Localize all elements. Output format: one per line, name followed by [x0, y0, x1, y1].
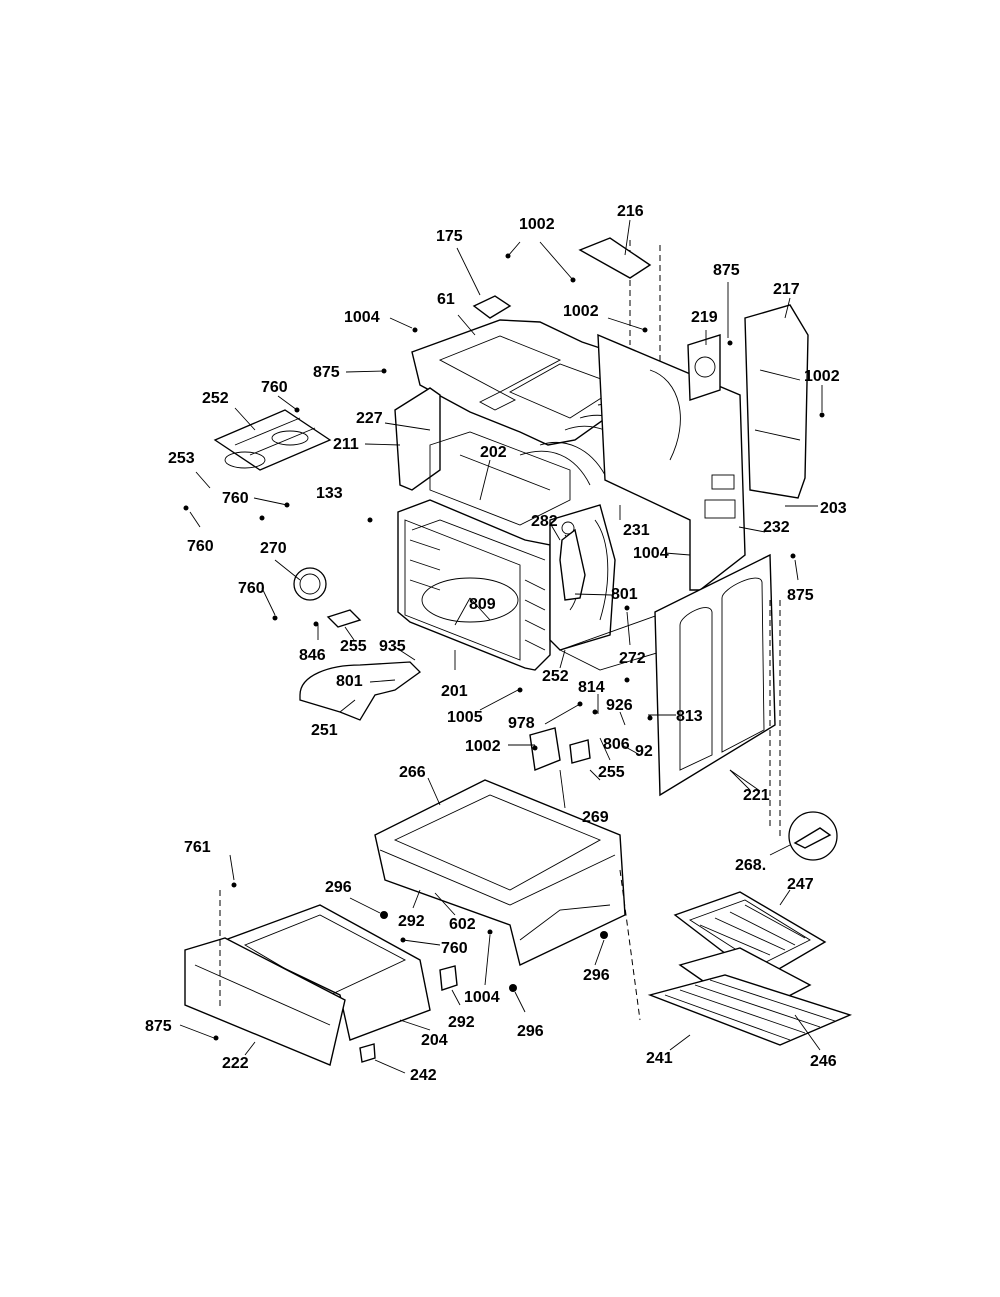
label-292: 292 — [448, 1014, 475, 1031]
label-296: 296 — [583, 967, 610, 984]
label-875: 875 — [787, 587, 814, 604]
label-252: 252 — [542, 668, 569, 685]
label-216: 216 — [617, 203, 644, 220]
label-760: 760 — [187, 538, 214, 555]
label-269: 269 — [582, 809, 609, 826]
label-1002: 1002 — [804, 368, 840, 385]
label-801: 801 — [336, 673, 363, 690]
label-133: 133 — [316, 485, 343, 502]
label-247: 247 — [787, 876, 814, 893]
label-296: 296 — [517, 1023, 544, 1040]
label-253: 253 — [168, 450, 195, 467]
label-875: 875 — [313, 364, 340, 381]
label-203: 203 — [820, 500, 847, 517]
label-222: 222 — [222, 1055, 249, 1072]
oven-body — [179, 219, 852, 1074]
label-292: 292 — [398, 913, 425, 930]
label-175: 175 — [436, 228, 463, 245]
label-926: 926 — [606, 697, 633, 714]
label-846: 846 — [299, 647, 326, 664]
label-809: 809 — [469, 596, 496, 613]
label-760: 760 — [222, 490, 249, 507]
label-1004: 1004 — [633, 545, 669, 562]
label-266: 266 — [399, 764, 426, 781]
label-217: 217 — [773, 281, 800, 298]
label-242: 242 — [410, 1067, 437, 1084]
label-1004: 1004 — [464, 989, 500, 1006]
label-801: 801 — [611, 586, 638, 603]
label-252: 252 — [202, 390, 229, 407]
label-272: 272 — [619, 650, 646, 667]
label-201: 201 — [441, 683, 468, 700]
label-219: 219 — [691, 309, 718, 326]
label-875: 875 — [145, 1018, 172, 1035]
label-806: 806 — [603, 736, 630, 753]
label-251: 251 — [311, 722, 338, 739]
label-227: 227 — [356, 410, 383, 427]
part-labels: 175 1002 216 875 217 1004 61 1002 219 10… — [145, 203, 847, 1084]
label-760: 760 — [441, 940, 468, 957]
label-813: 813 — [676, 708, 703, 725]
label-232: 232 — [763, 519, 790, 536]
label-282: 282 — [531, 513, 558, 530]
label-760: 760 — [261, 379, 288, 396]
label-1002: 1002 — [465, 738, 501, 755]
label-814: 814 — [578, 679, 605, 696]
label-231: 231 — [623, 522, 650, 539]
label-92: 92 — [635, 743, 653, 760]
label-935: 935 — [379, 638, 406, 655]
label-761: 761 — [184, 839, 211, 856]
label-978: 978 — [508, 715, 535, 732]
label-760: 760 — [238, 580, 265, 597]
label-241: 241 — [646, 1050, 673, 1067]
label-1002: 1002 — [563, 303, 599, 320]
label-1002: 1002 — [519, 216, 555, 233]
label-255: 255 — [598, 764, 625, 781]
label-1004: 1004 — [344, 309, 380, 326]
label-221: 221 — [743, 787, 770, 804]
label-246: 246 — [810, 1053, 837, 1070]
label-202: 202 — [480, 444, 507, 461]
label-211: 211 — [333, 436, 359, 453]
label-270: 270 — [260, 540, 287, 557]
label-875: 875 — [713, 262, 740, 279]
label-204: 204 — [421, 1032, 448, 1049]
label-61: 61 — [437, 291, 455, 308]
label-255: 255 — [340, 638, 367, 655]
label-1005: 1005 — [447, 709, 483, 726]
label-602: 602 — [449, 916, 476, 933]
label-268: 268. — [735, 857, 766, 874]
label-296: 296 — [325, 879, 352, 896]
